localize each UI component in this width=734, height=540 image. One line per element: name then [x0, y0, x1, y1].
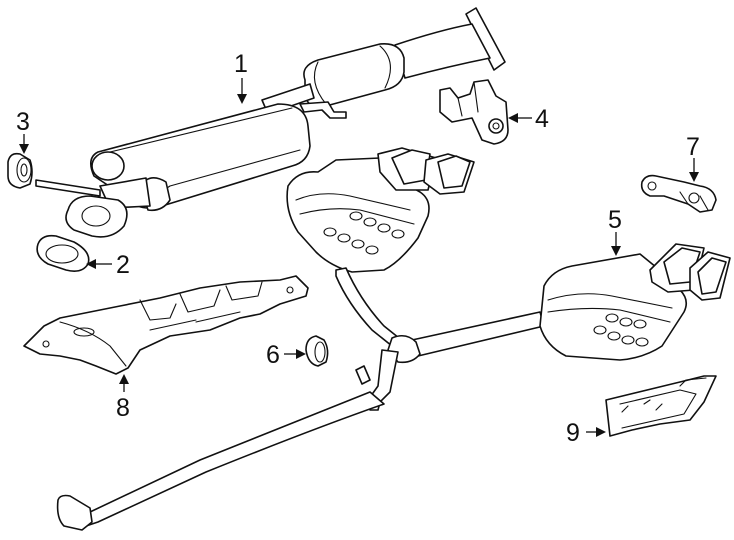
flange-gasket — [36, 234, 90, 272]
callout-leaders — [19, 78, 699, 437]
callout-6: 6 — [266, 341, 280, 369]
exhaust-insulator — [7, 152, 33, 189]
callout-1: 1 — [234, 50, 248, 78]
callout-5: 5 — [608, 206, 622, 234]
callout-8: 8 — [116, 394, 130, 422]
front-pipe-assembly — [261, 7, 506, 119]
callout-3: 3 — [16, 108, 30, 136]
heat-shield-front — [23, 275, 309, 375]
intermediate-muffler — [35, 103, 311, 238]
heat-shield-rear — [605, 375, 717, 437]
muffler-hanger-right — [640, 174, 717, 213]
callout-4: 4 — [535, 105, 549, 133]
rear-muffler-right — [539, 243, 731, 361]
rear-muffler-left — [286, 147, 475, 273]
muffler-bracket-left — [439, 79, 509, 145]
callout-2: 2 — [116, 251, 130, 279]
exhaust-insulator-small — [305, 335, 329, 367]
rear-y-pipe — [56, 267, 545, 531]
callout-9: 9 — [566, 419, 580, 447]
callout-labels: 1 2 3 4 5 6 7 8 9 — [16, 50, 700, 447]
callout-7: 7 — [686, 133, 700, 161]
